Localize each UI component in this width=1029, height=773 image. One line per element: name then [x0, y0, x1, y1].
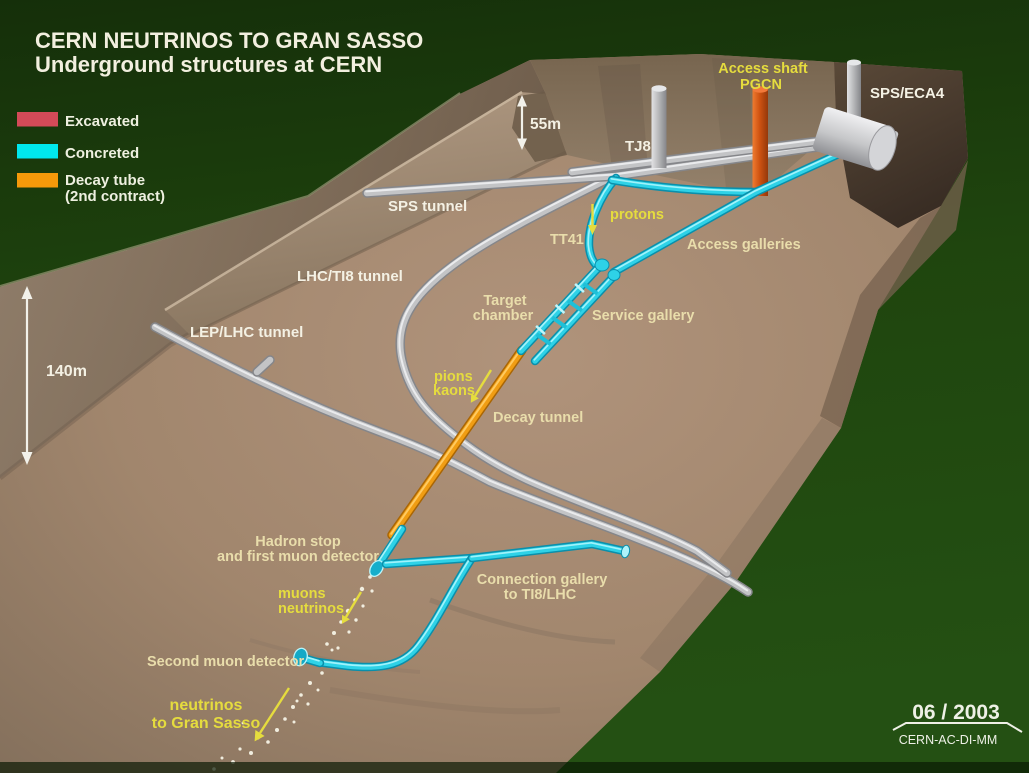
cngs-galleries — [293, 147, 848, 672]
berm-crest-highlight — [164, 90, 523, 312]
eca4-cavern — [812, 59, 899, 171]
tj8-shaft — [651, 85, 667, 168]
floor-crease-2 — [329, 687, 561, 715]
legend-label-decay-tube-line2: (2nd contract) — [65, 188, 165, 205]
decay-tube — [387, 345, 527, 540]
page-subtitle: Underground structures at CERN — [35, 52, 382, 77]
berm-end-face — [512, 92, 567, 162]
muons-neutrinos-arrow — [341, 591, 363, 624]
second-muon-detector-structure — [293, 647, 325, 668]
neutrinos-label: neutrinos — [278, 601, 344, 617]
tj8-branch-tube — [567, 134, 841, 177]
legend-label-excavated: Excavated — [65, 113, 139, 130]
page-title: CERN NEUTRINOS TO GRAN SASSO — [35, 28, 423, 53]
rim-highlight — [0, 92, 461, 287]
spoil-berm — [165, 92, 566, 335]
legend-label-concreted: Concreted — [65, 145, 139, 162]
service-gallery-label: Service gallery — [592, 308, 694, 324]
stamp-date: 06 / 2003 — [912, 701, 1000, 724]
terrain-wall-streak-1 — [598, 64, 648, 172]
second-muon-detector-label: Second muon detector — [147, 654, 304, 670]
floor-crease-1 — [429, 597, 616, 645]
depth-55m-arrow — [517, 95, 527, 150]
protons-label: protons — [610, 207, 664, 223]
tt41-curve — [584, 173, 621, 273]
gran-sasso-arrow — [254, 687, 291, 742]
tj8-label: TJ8 — [625, 138, 651, 155]
legend-label-decay-tube: Decay tube — [65, 172, 145, 189]
sps-eca4-label: SPS/ECA4 — [870, 85, 945, 102]
kaons-label: kaons — [433, 383, 475, 399]
depth-140m-label: 140m — [46, 363, 87, 380]
hadron-stop-link — [381, 553, 477, 569]
hadron-stop-label-line2: and first muon detector — [217, 549, 379, 565]
legend-swatch-excavated — [17, 112, 58, 127]
sps-tunnel-label: SPS tunnel — [388, 198, 467, 215]
terrain — [0, 54, 968, 773]
stamp-underline — [892, 722, 1023, 733]
hadron-stop — [369, 524, 407, 578]
lower-edge-band — [640, 418, 841, 672]
depth-140m-arrow — [21, 286, 33, 465]
annotation-arrows — [21, 95, 597, 742]
pgcn-access-shaft — [752, 86, 768, 196]
protons-arrow — [588, 204, 597, 235]
lep-lhc-tunnel-label: LEP/LHC tunnel — [190, 324, 303, 341]
lhc-ti8-curve-tube — [395, 169, 732, 578]
shafts — [651, 85, 768, 196]
legend-swatch-concreted — [17, 144, 58, 159]
access-shaft-label-line1: Access shaft — [718, 61, 808, 77]
connection-gallery — [467, 539, 631, 563]
access-gallery-diagonal — [609, 147, 848, 277]
title-block: CERN NEUTRINOS TO GRAN SASSO Underground… — [35, 28, 423, 77]
tt41-label: TT41 — [550, 232, 584, 248]
muons-label: muons — [278, 586, 326, 602]
connection-gallery-label-line1: Connection gallery — [477, 572, 608, 588]
right-edge-band — [820, 160, 968, 428]
access-galleries-label: Access galleries — [687, 237, 801, 253]
diagram-labels: SPS tunnel LHC/TI8 tunnel LEP/LHC tunnel… — [46, 61, 945, 732]
gran-sasso-label-line2: to Gran Sasso — [152, 715, 261, 732]
legend-swatch-decay-tube — [17, 173, 58, 188]
target-chamber-label-line2: chamber — [473, 308, 534, 324]
stamp-reference: CERN-AC-DI-MM — [899, 733, 998, 747]
pions-label: pions — [434, 369, 473, 385]
stamp: 06 / 2003 CERN-AC-DI-MM — [892, 701, 1023, 747]
legend: Excavated Concreted Decay tube (2nd cont… — [17, 112, 165, 205]
target-chamber-label-line1: Target — [483, 293, 526, 309]
tt40-gallery — [607, 175, 761, 197]
bottom-vignette — [0, 762, 1029, 773]
access-shaft-label-line2: PGCN — [740, 77, 782, 93]
target-chamber-structure — [516, 262, 604, 356]
decay-tunnel-label: Decay tunnel — [493, 410, 583, 426]
hadron-stop-label-line1: Hadron stop — [255, 534, 341, 550]
lep-stub-tube — [252, 355, 275, 377]
eca4-shaft — [847, 59, 861, 124]
eca4-cylinder — [812, 107, 899, 171]
eca4-cliff — [834, 62, 968, 228]
connection-gallery-label-line2: to TI8/LHC — [504, 587, 577, 603]
lhc-ti8-tunnel-label: LHC/TI8 tunnel — [297, 268, 403, 285]
gallery-to-second-detector — [312, 553, 477, 672]
service-gallery-structure — [530, 258, 621, 366]
gran-sasso-label-line1: neutrinos — [170, 697, 243, 714]
depth-55m-label: 55m — [530, 116, 561, 133]
pions-kaons-arrow — [470, 369, 493, 403]
